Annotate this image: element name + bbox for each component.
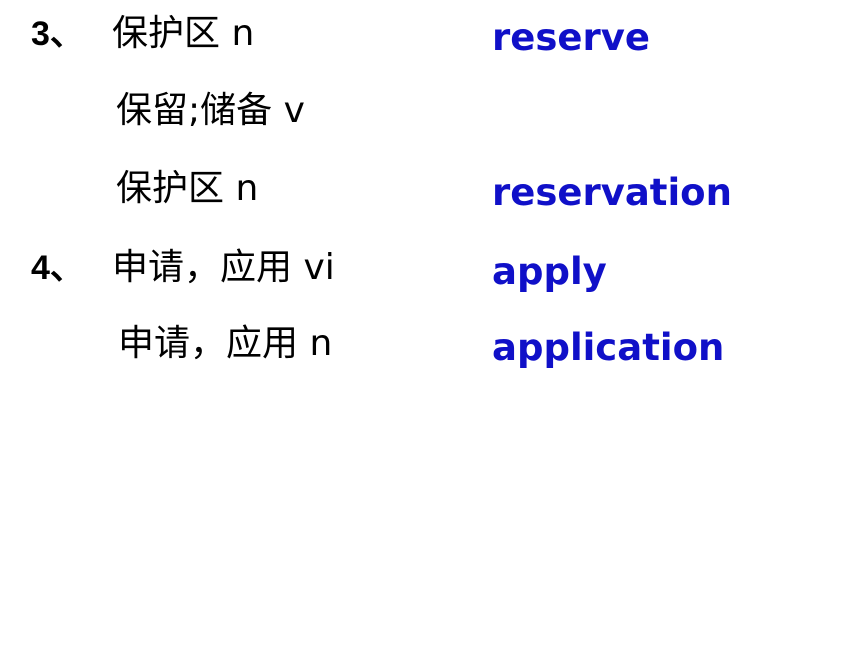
vocab-row-3: 保护区 n reservation [0,161,860,221]
chinese-term: 保留;储备 v [116,90,305,131]
english-term: reserve [492,16,650,59]
english-term: reservation [492,171,732,214]
english-term: application [492,326,725,369]
chinese-term: 申请，应用 vi [112,247,335,288]
vocab-row-1: 3、 保护区 n reserve [0,6,860,66]
english-term: apply [492,250,607,293]
chinese-term: 保护区 n [116,168,259,209]
item-number: 4、 [31,249,84,287]
vocab-row-4: 4、 申请，应用 vi apply [0,240,860,300]
item-number: 3、 [31,15,84,53]
vocab-row-2: 保留;储备 v [0,83,860,143]
vocab-row-5: 申请，应用 n application [0,316,860,376]
chinese-term: 申请，应用 n [118,323,333,364]
chinese-term: 保护区 n [112,13,255,54]
